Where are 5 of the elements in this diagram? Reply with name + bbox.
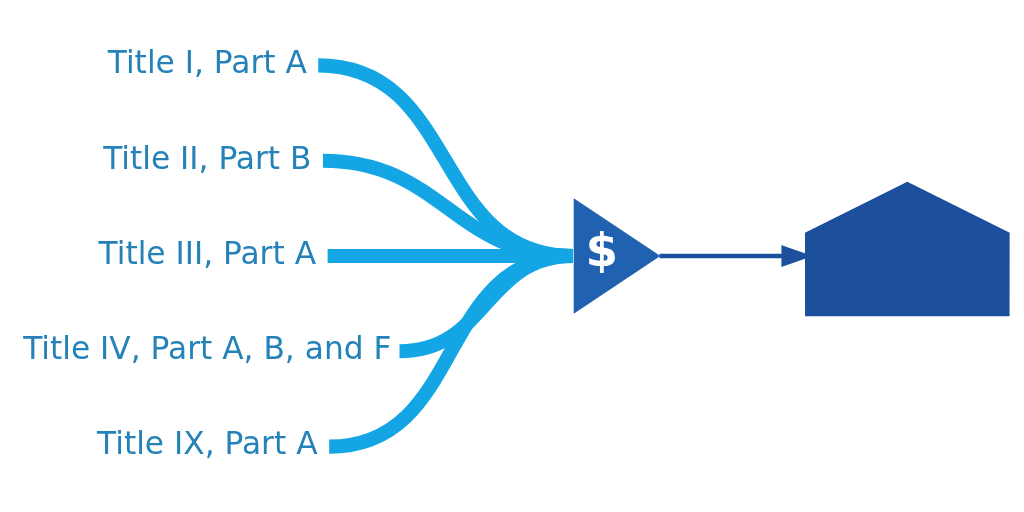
node-text: Title IX, Part A <box>97 425 318 462</box>
node-text: Title I, Part A <box>107 44 307 81</box>
node-text: Title II, Part B <box>103 139 312 176</box>
node-text: Title IV, Part A, B, and F <box>23 330 392 367</box>
node-text: Title III, Part A <box>98 234 317 271</box>
